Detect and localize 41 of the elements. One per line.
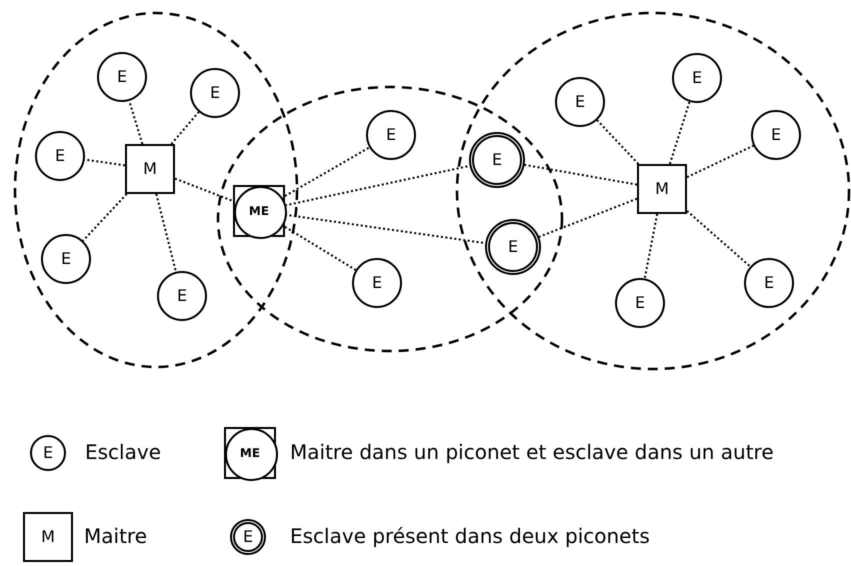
legend-symbol: E (30, 435, 66, 471)
dotted-link (524, 164, 638, 186)
slave-node: E (751, 110, 801, 160)
dotted-link (170, 111, 200, 145)
master-slave-node: ME (233, 185, 285, 237)
slave-node: E (352, 258, 402, 308)
dotted-link (284, 164, 470, 206)
slave-node: E (157, 271, 207, 321)
legend-text: Maitre dans un piconet et esclave dans un autre (290, 442, 774, 462)
dotted-link (284, 226, 356, 271)
dotted-link (668, 102, 690, 164)
dotted-link (596, 120, 640, 165)
slave-node: E (615, 278, 665, 328)
legend-text: Esclave (85, 442, 162, 462)
slave-node: E (672, 53, 722, 103)
slave-node: E (97, 52, 147, 102)
shared-slave-node: E (469, 132, 525, 188)
legend-text: Maitre (84, 526, 147, 546)
dotted-link (82, 193, 128, 242)
legend-symbol: E (230, 519, 266, 555)
dotted-link (84, 158, 126, 166)
master-node: M (125, 144, 175, 194)
legend-text: Esclave présent dans deux piconets (290, 526, 650, 546)
dotted-link (155, 194, 177, 272)
slave-node: E (35, 131, 85, 181)
dotted-link (686, 210, 751, 268)
slave-node: E (41, 234, 91, 284)
slave-node: E (190, 68, 240, 118)
slave-node: E (744, 258, 794, 308)
shared-slave-node: E (485, 219, 541, 275)
dotted-link (538, 198, 638, 238)
dotted-link (644, 214, 658, 279)
dotted-link (174, 178, 234, 202)
legend-symbol: ME (224, 427, 276, 479)
slave-node: E (555, 77, 605, 127)
dotted-link (686, 144, 754, 178)
master-node: M (637, 164, 687, 214)
dotted-link (284, 146, 370, 197)
dotted-link (128, 100, 144, 144)
legend-symbol: M (23, 512, 73, 562)
slave-node: E (366, 110, 416, 160)
